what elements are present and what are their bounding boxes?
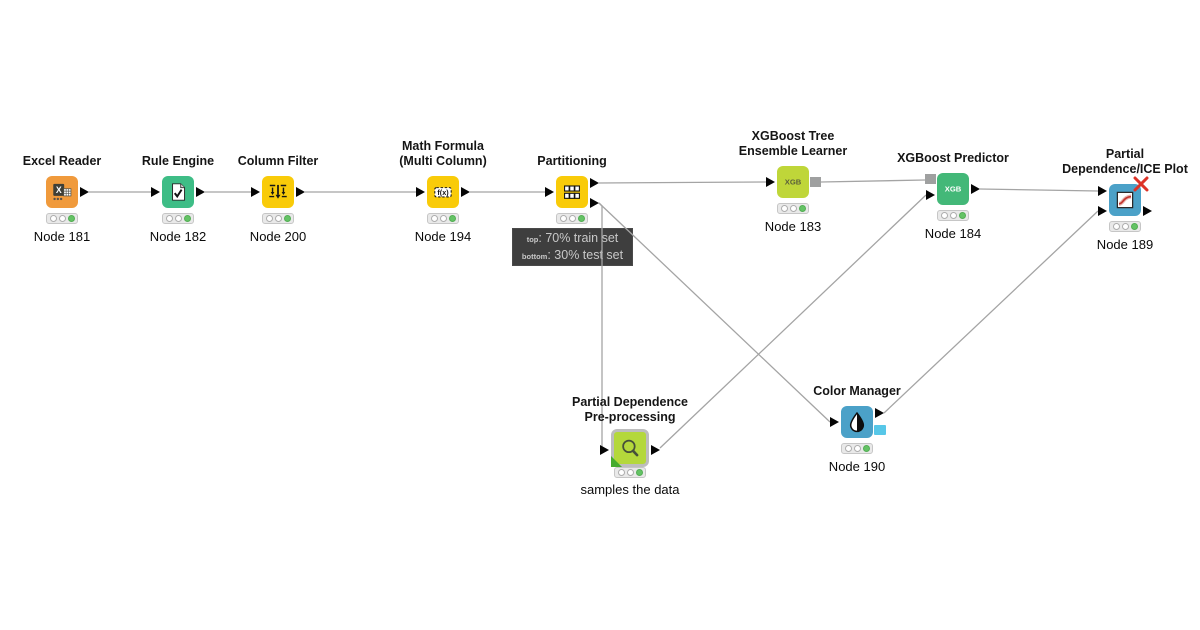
- node-label: Node 189: [1096, 237, 1154, 252]
- model-input-port[interactable]: [925, 174, 936, 184]
- input-port-1[interactable]: [1098, 186, 1107, 196]
- input-port-2[interactable]: [1098, 206, 1107, 216]
- output-port[interactable]: [651, 445, 660, 455]
- annotation-port-label: bottom: [521, 251, 548, 261]
- node-label: Node 184: [924, 226, 982, 241]
- status-traffic-light: [427, 213, 459, 224]
- node-xgboost-predictor[interactable]: XGBoost Predictor XGB Node 184: [897, 151, 1009, 241]
- node-xgboost-learner[interactable]: XGBoost Tree Ensemble Learner XGB Node 1…: [739, 129, 847, 234]
- input-port[interactable]: [545, 187, 554, 197]
- status-traffic-light: [162, 213, 194, 224]
- input-port[interactable]: [600, 445, 609, 455]
- wire-partitioning-to-learner[interactable]: [598, 181, 767, 184]
- node-label: Node 182: [149, 229, 207, 244]
- node-title: Excel Reader: [22, 154, 102, 168]
- node-partitioning[interactable]: Partitioning: [537, 154, 607, 224]
- output-port[interactable]: [80, 187, 89, 197]
- status-traffic-light: [262, 213, 294, 224]
- annotation-line: bottom: 30% test set: [513, 248, 632, 264]
- annotation-port-label: top: [526, 234, 539, 244]
- node-math-formula[interactable]: Math Formula (Multi Column) f(x) Node 19…: [399, 139, 486, 244]
- node-title: Partitioning: [537, 154, 607, 168]
- model-output-port[interactable]: [810, 177, 821, 187]
- wire-colormanager-to-iceplot[interactable]: [883, 210, 1099, 414]
- data-input-port[interactable]: [926, 190, 935, 200]
- color-model-port[interactable]: [874, 425, 886, 435]
- input-port[interactable]: [416, 187, 425, 197]
- node-excel-reader[interactable]: Excel Reader X Node 181: [23, 154, 102, 244]
- node-title: Column Filter: [237, 154, 319, 168]
- wire-learner-to-predictor-model[interactable]: [820, 179, 926, 183]
- status-traffic-light: [1109, 221, 1141, 232]
- component-corner-marker: [611, 456, 622, 467]
- node-label: samples the data: [580, 482, 680, 497]
- svg-text:f(x): f(x): [437, 188, 449, 197]
- status-traffic-light: [841, 443, 873, 454]
- node-title: Partial Dependence/ICE Plot: [1062, 147, 1188, 176]
- input-port[interactable]: [830, 417, 839, 427]
- node-partial-dependence-preprocessing[interactable]: Partial Dependence Pre-processing sample…: [572, 395, 688, 497]
- annotation-line: top: 70% train set: [513, 231, 632, 247]
- node-label: Node 194: [414, 229, 472, 244]
- inactive-port-x-icon: [1133, 176, 1149, 192]
- status-traffic-light: [46, 213, 78, 224]
- node-title: Rule Engine: [141, 154, 215, 168]
- node-label: Node 190: [828, 459, 886, 474]
- svg-text:XGB: XGB: [785, 178, 802, 187]
- annotation-text: : 30% test set: [547, 247, 624, 262]
- wire-predictor-to-iceplot[interactable]: [979, 188, 1099, 192]
- input-port[interactable]: [251, 187, 260, 197]
- math-formula-icon: f(x): [434, 187, 452, 198]
- color-droplet-icon: [849, 411, 865, 433]
- node-title: Math Formula (Multi Column): [399, 139, 487, 168]
- status-traffic-light: [937, 210, 969, 221]
- column-filter-icon: [269, 184, 287, 199]
- wire-preprocessing-to-predictor[interactable]: [659, 194, 927, 449]
- node-column-filter[interactable]: Column Filter Node 200: [238, 154, 319, 244]
- input-port[interactable]: [151, 187, 160, 197]
- node-partial-dependence-ice-plot[interactable]: Partial Dependence/ICE Plot Node 189: [1062, 147, 1188, 252]
- status-traffic-light: [556, 213, 588, 224]
- status-traffic-light: [777, 203, 809, 214]
- output-port[interactable]: [461, 187, 470, 197]
- node-title: Partial Dependence Pre-processing: [571, 395, 689, 424]
- svg-text:XGB: XGB: [945, 185, 962, 194]
- output-port[interactable]: [1143, 206, 1152, 216]
- node-label: Node 200: [249, 229, 307, 244]
- node-title: XGBoost Predictor: [897, 151, 1009, 165]
- xgboost-learner-icon: XGB: [785, 178, 802, 187]
- partitioning-annotation[interactable]: top: 70% train set bottom: 30% test set: [512, 228, 633, 266]
- node-color-manager[interactable]: Color Manager Node 190: [813, 384, 901, 474]
- status-traffic-light: [614, 467, 646, 478]
- annotation-text: : 70% train set: [538, 230, 619, 245]
- ice-plot-icon: [1116, 191, 1134, 209]
- output-port-train[interactable]: [590, 178, 599, 188]
- output-port[interactable]: [296, 187, 305, 197]
- output-port-test[interactable]: [590, 198, 599, 208]
- node-label: Node 183: [764, 219, 822, 234]
- node-rule-engine[interactable]: Rule Engine Node 182: [142, 154, 214, 244]
- excel-reader-icon: X: [53, 183, 72, 201]
- partitioning-icon: [564, 185, 580, 199]
- svg-text:X: X: [56, 185, 62, 195]
- input-port[interactable]: [766, 177, 775, 187]
- node-title: Color Manager: [813, 384, 901, 398]
- output-port[interactable]: [196, 187, 205, 197]
- output-port[interactable]: [971, 184, 980, 194]
- output-port[interactable]: [875, 408, 884, 418]
- magnifier-icon: [622, 439, 639, 457]
- rule-engine-icon: [172, 183, 186, 201]
- xgboost-predictor-icon: XGB: [945, 185, 962, 194]
- wire-partitioning-to-colormanager[interactable]: [598, 202, 831, 423]
- node-title: XGBoost Tree Ensemble Learner: [738, 129, 848, 158]
- node-label: Node 181: [33, 229, 91, 244]
